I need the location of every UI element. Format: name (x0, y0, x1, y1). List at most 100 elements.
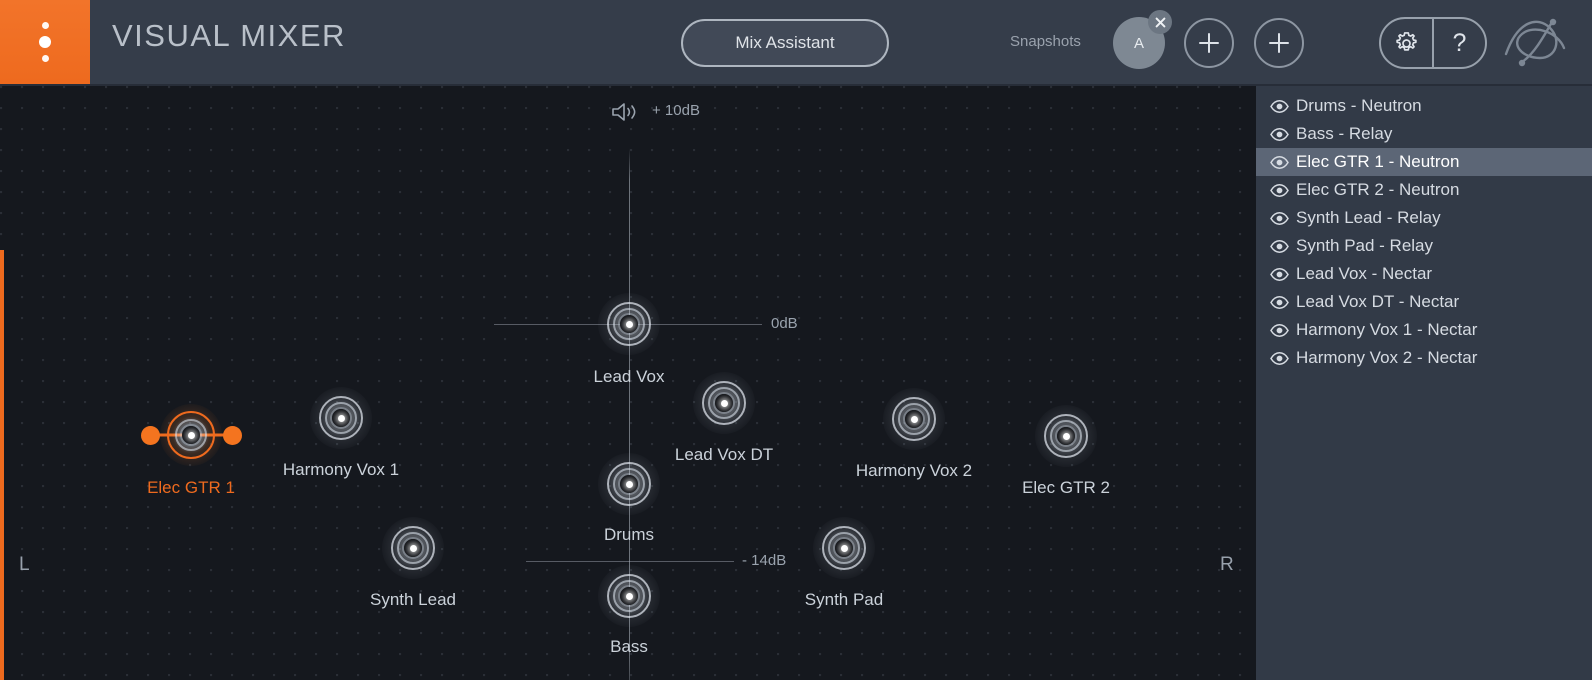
track-name: Drums - Neutron (1296, 96, 1422, 115)
settings-button[interactable] (1381, 19, 1432, 67)
plus-icon (1269, 33, 1289, 53)
mixer-node-synth-pad[interactable] (813, 517, 875, 579)
node-ring-mid (898, 403, 930, 435)
mixer-node-elec-gtr-2[interactable] (1035, 405, 1097, 467)
track-name: Elec GTR 1 - Neutron (1296, 152, 1460, 171)
add-group-button[interactable] (1254, 18, 1304, 68)
stereo-width-handle[interactable] (140, 425, 160, 445)
node-ring-inner (1055, 425, 1077, 447)
eye-icon[interactable] (1270, 183, 1296, 197)
stereo-width-handle[interactable] (222, 425, 242, 445)
node-ring-outer (702, 381, 746, 425)
track-name: Synth Lead - Relay (1296, 208, 1441, 227)
close-icon[interactable] (1148, 10, 1172, 34)
track-row[interactable]: Drums - Neutron (1256, 92, 1592, 120)
eye-icon[interactable] (1270, 99, 1296, 113)
eye-glyph (1270, 351, 1289, 365)
eye-glyph (1270, 267, 1289, 281)
settings-help-group: ? (1379, 17, 1487, 69)
node-ring-mid (1050, 420, 1082, 452)
node-label-harmony-vox-2: Harmony Vox 2 (855, 461, 973, 480)
track-name: Harmony Vox 2 - Nectar (1296, 348, 1478, 367)
mixer-node-harmony-vox-2[interactable] (883, 388, 945, 450)
node-label-lead-vox-dt: Lead Vox DT (674, 445, 774, 464)
eye-icon[interactable] (1270, 351, 1296, 365)
node-label-lead-vox: Lead Vox (593, 367, 665, 386)
node-ring-outer (1044, 414, 1088, 458)
help-button[interactable]: ? (1432, 19, 1485, 67)
mixer-node-elec-gtr-1[interactable] (160, 404, 222, 466)
node-center-dot (625, 320, 633, 328)
node-ring-inner (833, 537, 855, 559)
eye-glyph (1270, 183, 1289, 197)
track-row[interactable]: Elec GTR 2 - Neutron (1256, 176, 1592, 204)
node-center-dot (910, 415, 918, 423)
eye-icon[interactable] (1270, 211, 1296, 225)
node-label-drums: Drums (603, 525, 655, 544)
mixer-node-bass[interactable] (598, 565, 660, 627)
eye-glyph (1270, 295, 1289, 309)
node-ring-outer (607, 574, 651, 618)
eye-icon[interactable] (1270, 267, 1296, 281)
node-ring-mid (708, 387, 740, 419)
node-ring-mid (828, 532, 860, 564)
add-snapshot-button[interactable] (1184, 18, 1234, 68)
track-row[interactable]: Harmony Vox 2 - Nectar (1256, 344, 1592, 372)
node-ring-mid (175, 419, 207, 451)
node-ring-outer (319, 396, 363, 440)
node-ring-outer (167, 411, 215, 459)
mixer-node-synth-lead[interactable] (382, 517, 444, 579)
kebab-dot-middle (39, 36, 51, 48)
izotope-waveform-icon[interactable] (1500, 14, 1570, 72)
node-center-dot (187, 431, 195, 439)
speaker-icon (611, 102, 641, 122)
pan-label-left: L (19, 554, 30, 575)
node-ring-inner (713, 392, 735, 414)
eye-icon[interactable] (1270, 155, 1296, 169)
node-ring-inner (330, 407, 352, 429)
gain-line-14db (526, 561, 734, 562)
node-ring-mid (613, 308, 645, 340)
mix-assistant-button[interactable]: Mix Assistant (681, 19, 889, 67)
node-center-dot (409, 544, 417, 552)
node-label-bass: Bass (610, 637, 648, 656)
node-label-synth-lead: Synth Lead (369, 590, 457, 609)
mixer-node-harmony-vox-1[interactable] (310, 387, 372, 449)
gain-label-0db: 0dB (771, 315, 798, 332)
track-row[interactable]: Lead Vox DT - Nectar (1256, 288, 1592, 316)
node-center-dot (625, 480, 633, 488)
pan-label-right: R (1220, 554, 1234, 575)
gear-icon (1396, 31, 1417, 51)
eye-icon[interactable] (1270, 127, 1296, 141)
snapshot-chip-label: A (1133, 34, 1144, 52)
mixer-node-lead-vox-dt[interactable] (693, 372, 755, 434)
mixer-node-drums[interactable] (598, 453, 660, 515)
track-row[interactable]: Synth Lead - Relay (1256, 204, 1592, 232)
track-row[interactable]: Bass - Relay (1256, 120, 1592, 148)
track-row[interactable]: Harmony Vox 1 - Nectar (1256, 316, 1592, 344)
node-ring-inner (402, 537, 424, 559)
mix-assistant-label: Mix Assistant (735, 33, 835, 52)
eye-glyph (1270, 323, 1289, 337)
track-row[interactable]: Lead Vox - Nectar (1256, 260, 1592, 288)
track-row[interactable]: Elec GTR 1 - Neutron (1256, 148, 1592, 176)
node-ring-inner (618, 313, 640, 335)
eye-icon[interactable] (1270, 323, 1296, 337)
eye-icon[interactable] (1270, 239, 1296, 253)
kebab-menu-icon[interactable] (0, 0, 90, 84)
plus-icon (1199, 33, 1219, 53)
node-ring-mid (613, 468, 645, 500)
track-row[interactable]: Synth Pad - Relay (1256, 232, 1592, 260)
node-ring-outer (892, 397, 936, 441)
app-header: VISUAL MIXER Mix Assistant Snapshots A (0, 0, 1592, 86)
close-glyph (1155, 17, 1165, 27)
node-ring-mid (613, 580, 645, 612)
eye-icon[interactable] (1270, 295, 1296, 309)
node-center-dot (1062, 432, 1070, 440)
mixer-node-lead-vox[interactable] (598, 293, 660, 355)
eye-glyph (1270, 127, 1289, 141)
node-ring-inner (180, 424, 202, 446)
